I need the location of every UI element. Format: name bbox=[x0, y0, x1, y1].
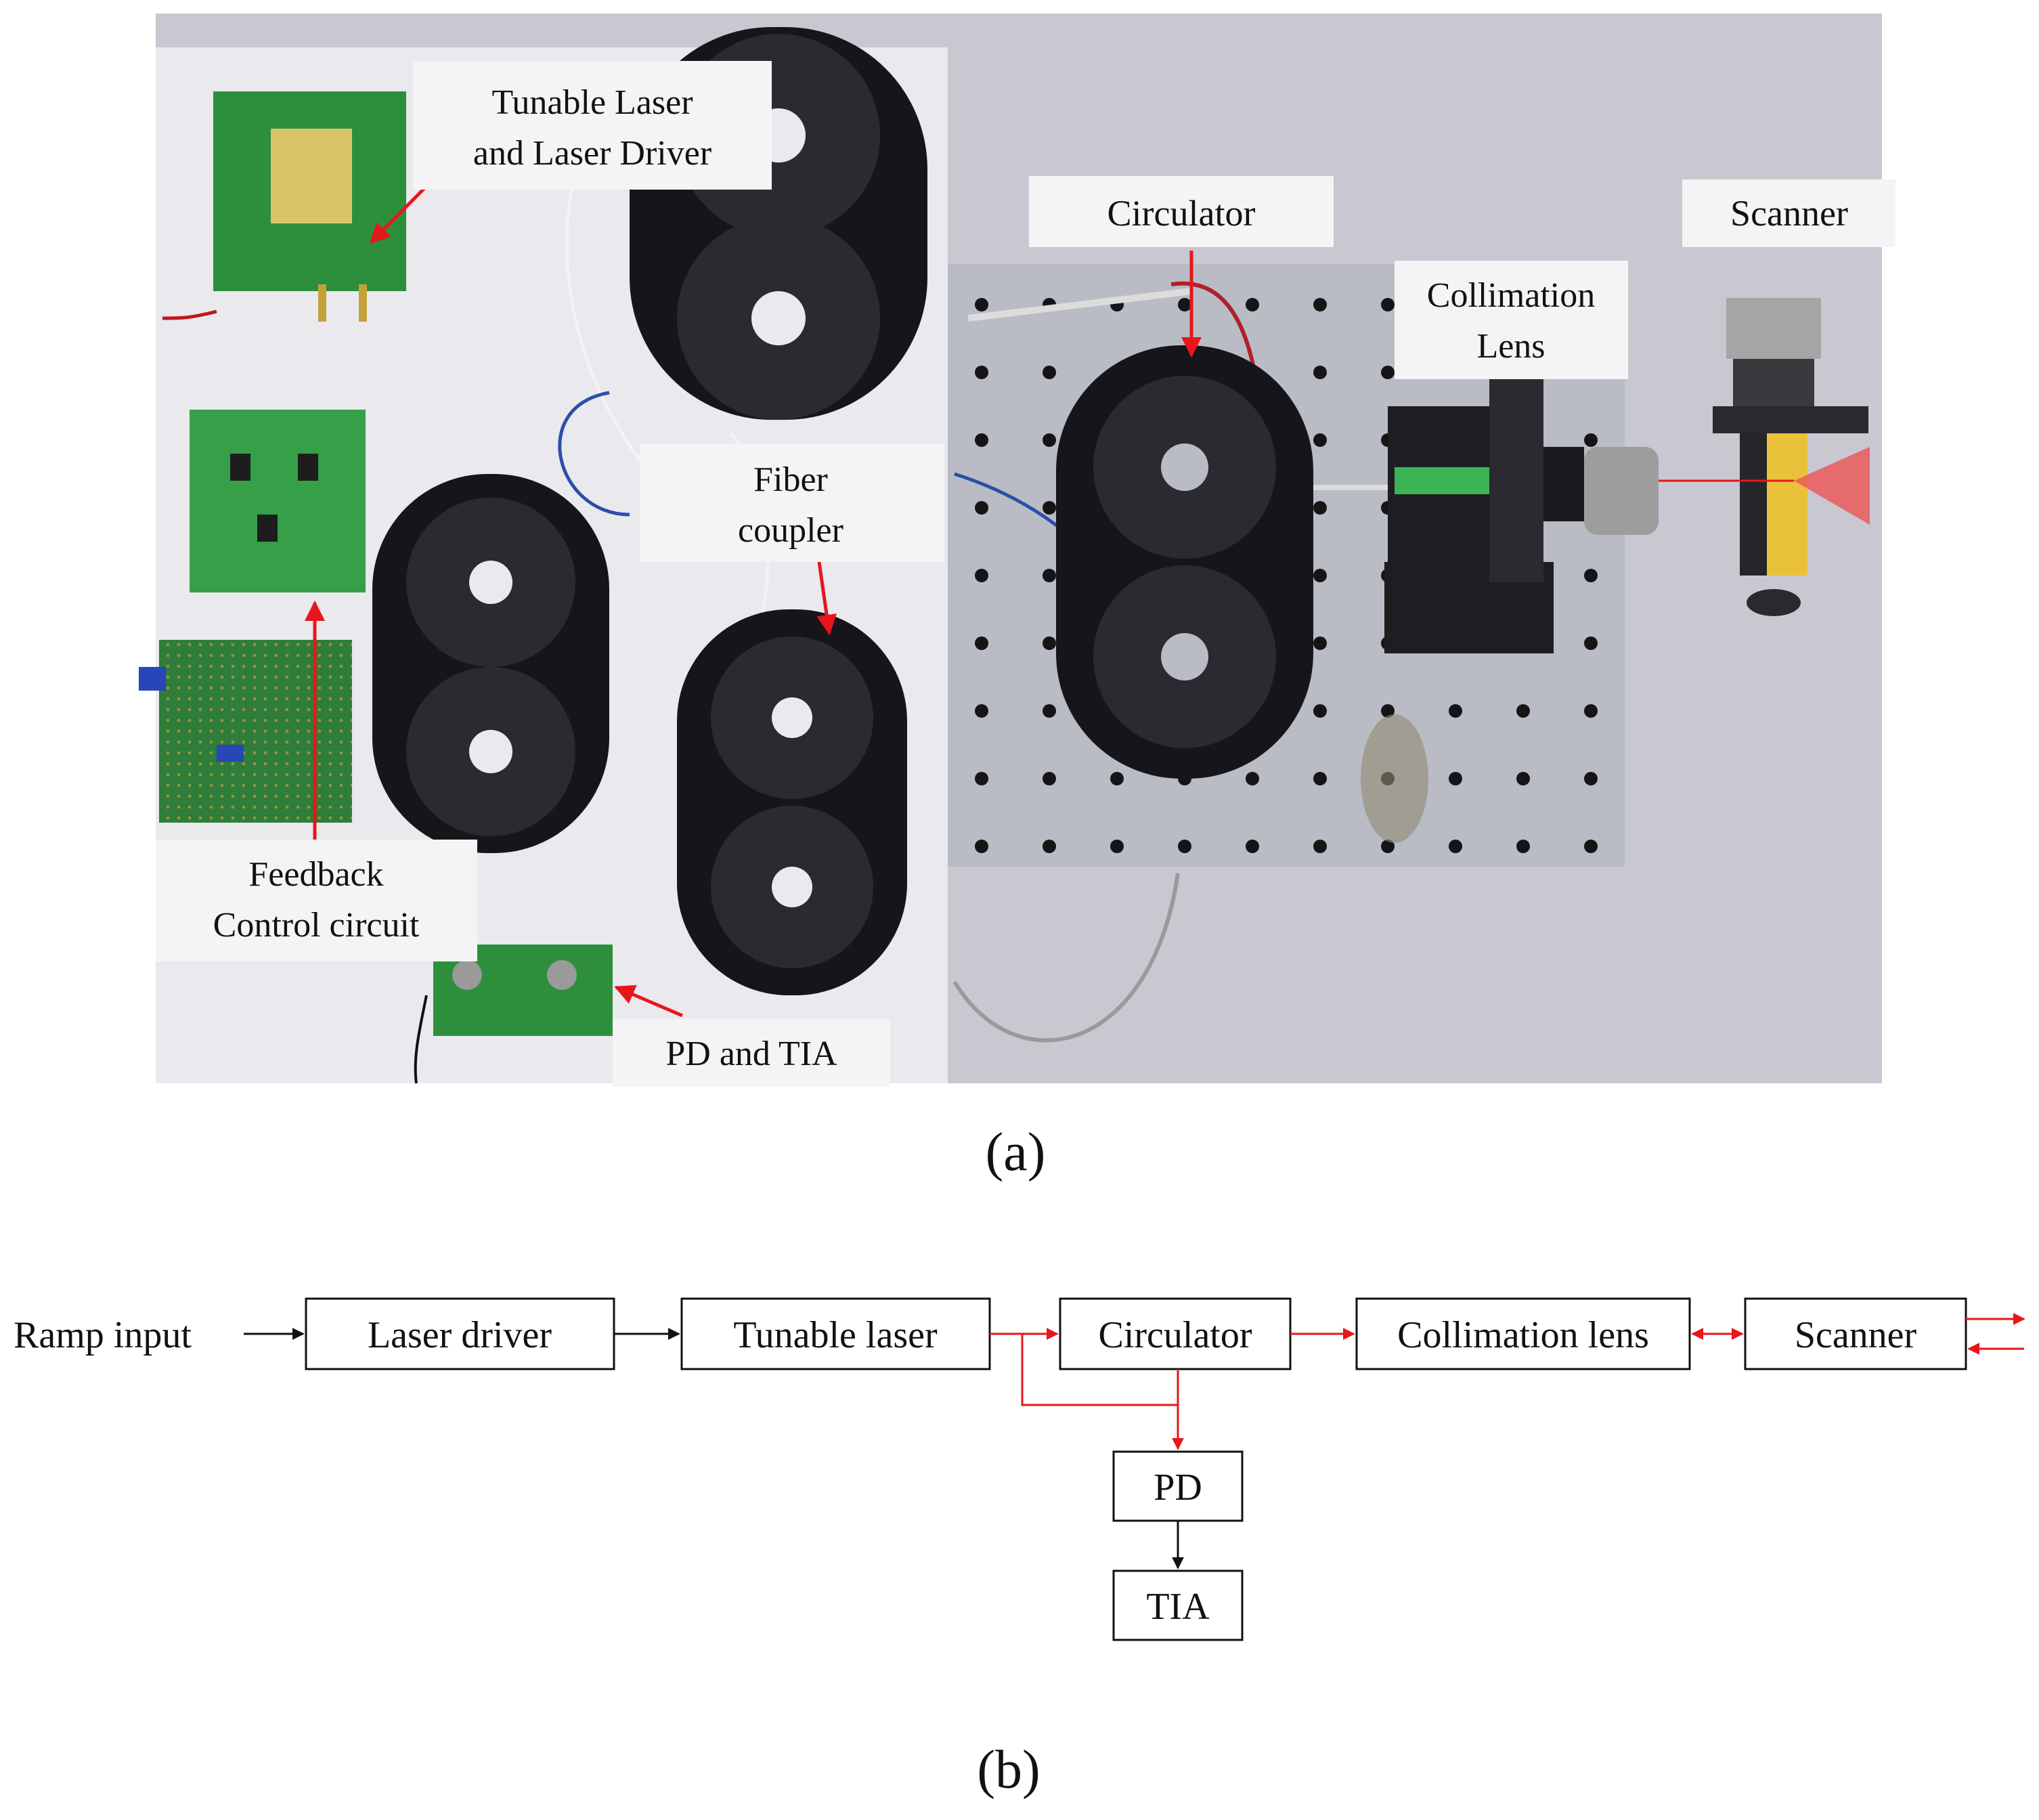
callout-feedback-line2: Control circuit bbox=[213, 906, 420, 945]
callout-pd-tia-text: PD and TIA bbox=[665, 1035, 837, 1073]
block-collimation-lens: Collimation lens bbox=[1355, 1297, 1691, 1370]
block-tia-label: TIA bbox=[1146, 1586, 1210, 1628]
block-tia: TIA bbox=[1112, 1569, 1244, 1641]
callout-circulator-text: Circulator bbox=[1108, 193, 1256, 234]
arrow-to-laser-driver bbox=[369, 185, 428, 244]
spool-circulator bbox=[1056, 345, 1313, 779]
callout-fiber-coupler-line1: Fiber bbox=[753, 460, 828, 499]
block-collimation-lens-label: Collimation lens bbox=[1397, 1314, 1649, 1356]
callout-scanner: Scanner bbox=[1682, 179, 1895, 247]
callout-scanner-text: Scanner bbox=[1730, 193, 1848, 234]
spool-coupler bbox=[677, 609, 907, 995]
block-scanner: Scanner bbox=[1744, 1297, 1967, 1370]
block-pd-label: PD bbox=[1154, 1467, 1202, 1509]
protoboard bbox=[139, 640, 352, 823]
block-laser-driver: Laser driver bbox=[305, 1297, 615, 1370]
collimation-lens-mount bbox=[1384, 379, 1659, 653]
callout-collimation-line2: Lens bbox=[1476, 327, 1545, 366]
block-tunable-laser: Tunable laser bbox=[680, 1297, 991, 1370]
callout-tunable-laser: Tunable Laser and Laser Driver bbox=[413, 61, 772, 190]
block-circulator: Circulator bbox=[1059, 1297, 1292, 1370]
callout-pd-tia: PD and TIA bbox=[613, 1019, 890, 1087]
arrow-to-pd-tia-board bbox=[614, 984, 683, 1018]
callout-tunable-laser-line2: and Laser Driver bbox=[473, 134, 711, 173]
callout-fiber-coupler-line2: coupler bbox=[738, 511, 843, 550]
caption-b: (b) bbox=[977, 1740, 1040, 1800]
laser-driver-board bbox=[162, 91, 406, 322]
block-circulator-label: Circulator bbox=[1098, 1314, 1252, 1356]
block-scanner-label: Scanner bbox=[1795, 1314, 1917, 1356]
callout-circulator: Circulator bbox=[1029, 176, 1334, 247]
arrow-to-fiber-coupler bbox=[816, 561, 837, 635]
block-pd: PD bbox=[1112, 1450, 1244, 1522]
block-laser-driver-label: Laser driver bbox=[368, 1314, 552, 1356]
ramp-input-label: Ramp input bbox=[14, 1314, 192, 1356]
callout-tunable-laser-line1: Tunable Laser bbox=[491, 83, 693, 122]
callout-feedback: Feedback Control circuit bbox=[156, 840, 477, 961]
callout-collimation-line1: Collimation bbox=[1427, 276, 1595, 315]
callout-collimation-lens: Collimation Lens bbox=[1395, 261, 1628, 379]
caption-a: (a) bbox=[986, 1123, 1046, 1182]
arrow-laser-tap-to-pd bbox=[1021, 1334, 1184, 1450]
callout-fiber-coupler: Fiber coupler bbox=[640, 443, 944, 562]
panel-a-photo: Tunable Laser and Laser Driver Circulato… bbox=[139, 14, 1895, 1087]
scanner-device bbox=[1713, 298, 1868, 616]
panel-b-block-diagram: Ramp input Laser driver Tunable laser Ci… bbox=[14, 1297, 2025, 1641]
spool-left bbox=[372, 474, 609, 853]
pointer-arrows bbox=[305, 185, 1202, 1018]
block-tunable-laser-label: Tunable laser bbox=[733, 1314, 938, 1356]
feedback-board bbox=[190, 410, 366, 592]
stain bbox=[1361, 714, 1428, 843]
callout-feedback-line1: Feedback bbox=[248, 855, 383, 894]
beam-cone bbox=[1794, 447, 1870, 525]
